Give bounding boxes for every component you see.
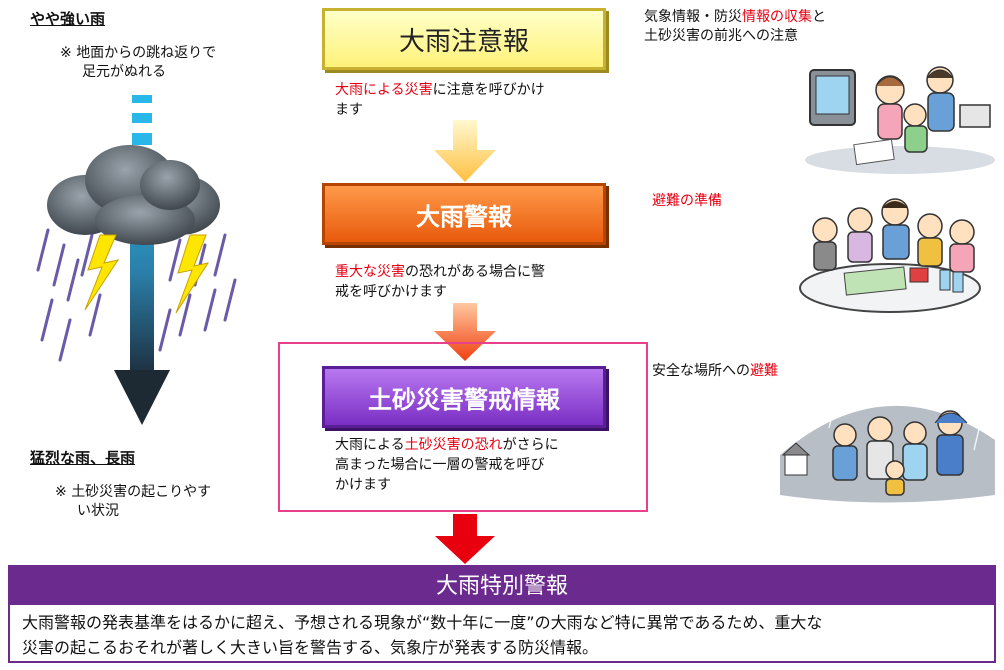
- rain-level-top-label: やや強い雨: [30, 10, 106, 28]
- sediment-disaster-alert-box: 土砂災害警戒情報: [322, 366, 606, 428]
- rain-intensity-arrow-icon: [36, 95, 237, 425]
- storm-cloud-icon: [47, 145, 220, 245]
- sediment-emphasis: 土砂災害の恐れ: [404, 437, 503, 453]
- note-text: 地面からの跳ね返りで: [76, 45, 217, 61]
- action-text: 安全な場所への: [652, 363, 750, 379]
- warning-description: 重大な災害の恐れがある場合に警 戒を呼びかけます: [335, 262, 595, 302]
- special-warning-description: 大雨警報の発表基準をはるかに超え、予想される現象が“数十年に一度”の大雨など特に…: [8, 603, 996, 663]
- sediment-desc-text: 高まった場合に一層の警戒を呼び: [335, 457, 545, 473]
- note-mark: ※: [60, 45, 72, 61]
- evacuation-in-rain-illustration: [780, 402, 995, 503]
- advisory-action-text: 気象情報・防災情報の収集と 土砂災害の前兆への注意: [644, 8, 904, 46]
- action-emphasis: 情報の収集: [742, 9, 812, 25]
- family-watching-tv-illustration: [805, 66, 995, 174]
- special-warning-title: 大雨特別警報: [435, 574, 568, 599]
- special-warning-text: 大雨警報の発表基準をはるかに超え、予想される現象が“数十年に一度”の大雨など特に…: [22, 613, 823, 632]
- sediment-title: 土砂災害警戒情報: [368, 385, 560, 414]
- down-arrow-icon: [435, 514, 495, 564]
- warning-title: 大雨警報: [416, 202, 512, 231]
- advisory-title: 大雨注意報: [398, 26, 529, 57]
- lightning-bolt-icon: [175, 234, 210, 314]
- down-arrow-icon: [434, 303, 496, 361]
- sediment-action-text: 安全な場所への避難: [652, 362, 778, 381]
- advisory-emphasis: 大雨による災害: [335, 82, 433, 98]
- note-mark: ※: [55, 484, 67, 500]
- action-text: 気象情報・防災: [644, 9, 742, 25]
- special-warning-text: 災害の起こるおそれが著しく大きい旨を警告する、気象庁が発表する防災情報。: [22, 638, 599, 657]
- action-emphasis: 避難: [750, 363, 778, 379]
- note-text: い状況: [77, 503, 119, 519]
- warning-desc-text: の恐れがある場合に警: [405, 264, 545, 280]
- heavy-rain-warning-box: 大雨警報: [322, 183, 606, 245]
- action-text: と: [812, 9, 826, 25]
- warning-action-text: 避難の準備: [652, 192, 722, 211]
- advisory-desc-text: ます: [335, 102, 363, 118]
- action-emphasis: 避難の準備: [652, 193, 722, 209]
- lightning-bolt-icon: [84, 234, 120, 311]
- special-warning-header: 大雨特別警報: [8, 565, 996, 603]
- sediment-description: 大雨による土砂災害の恐れがさらに 高まった場合に一層の警戒を呼び かけます: [335, 435, 615, 495]
- sediment-desc-text: かけます: [335, 477, 391, 493]
- rain-level-top-note: ※ 地面からの跳ね返りで 足元がぬれる: [60, 44, 216, 82]
- rain-level-bottom-label: 猛烈な雨、長雨: [30, 449, 136, 467]
- family-preparing-illustration: [799, 198, 981, 313]
- heavy-rain-advisory-box: 大雨注意報: [322, 8, 606, 70]
- warning-emphasis: 重大な災害: [335, 264, 405, 280]
- advisory-description: 大雨による災害に注意を呼びかけ ます: [335, 80, 585, 120]
- sediment-disaster-frame: [278, 342, 648, 512]
- sediment-desc-text: がさらに: [502, 437, 559, 453]
- rain-level-bottom-note: ※ 土砂災害の起こりやす い状況: [55, 483, 211, 521]
- note-text: 土砂災害の起こりやす: [71, 484, 212, 500]
- sediment-desc-text: 大雨による: [335, 437, 405, 453]
- note-text: 足元がぬれる: [82, 64, 166, 80]
- warning-desc-text: 戒を呼びかけます: [335, 284, 447, 300]
- action-text: 土砂災害の前兆への注意: [644, 28, 798, 44]
- advisory-desc-text: に注意を呼びかけ: [432, 82, 545, 98]
- down-arrow-icon: [434, 120, 496, 182]
